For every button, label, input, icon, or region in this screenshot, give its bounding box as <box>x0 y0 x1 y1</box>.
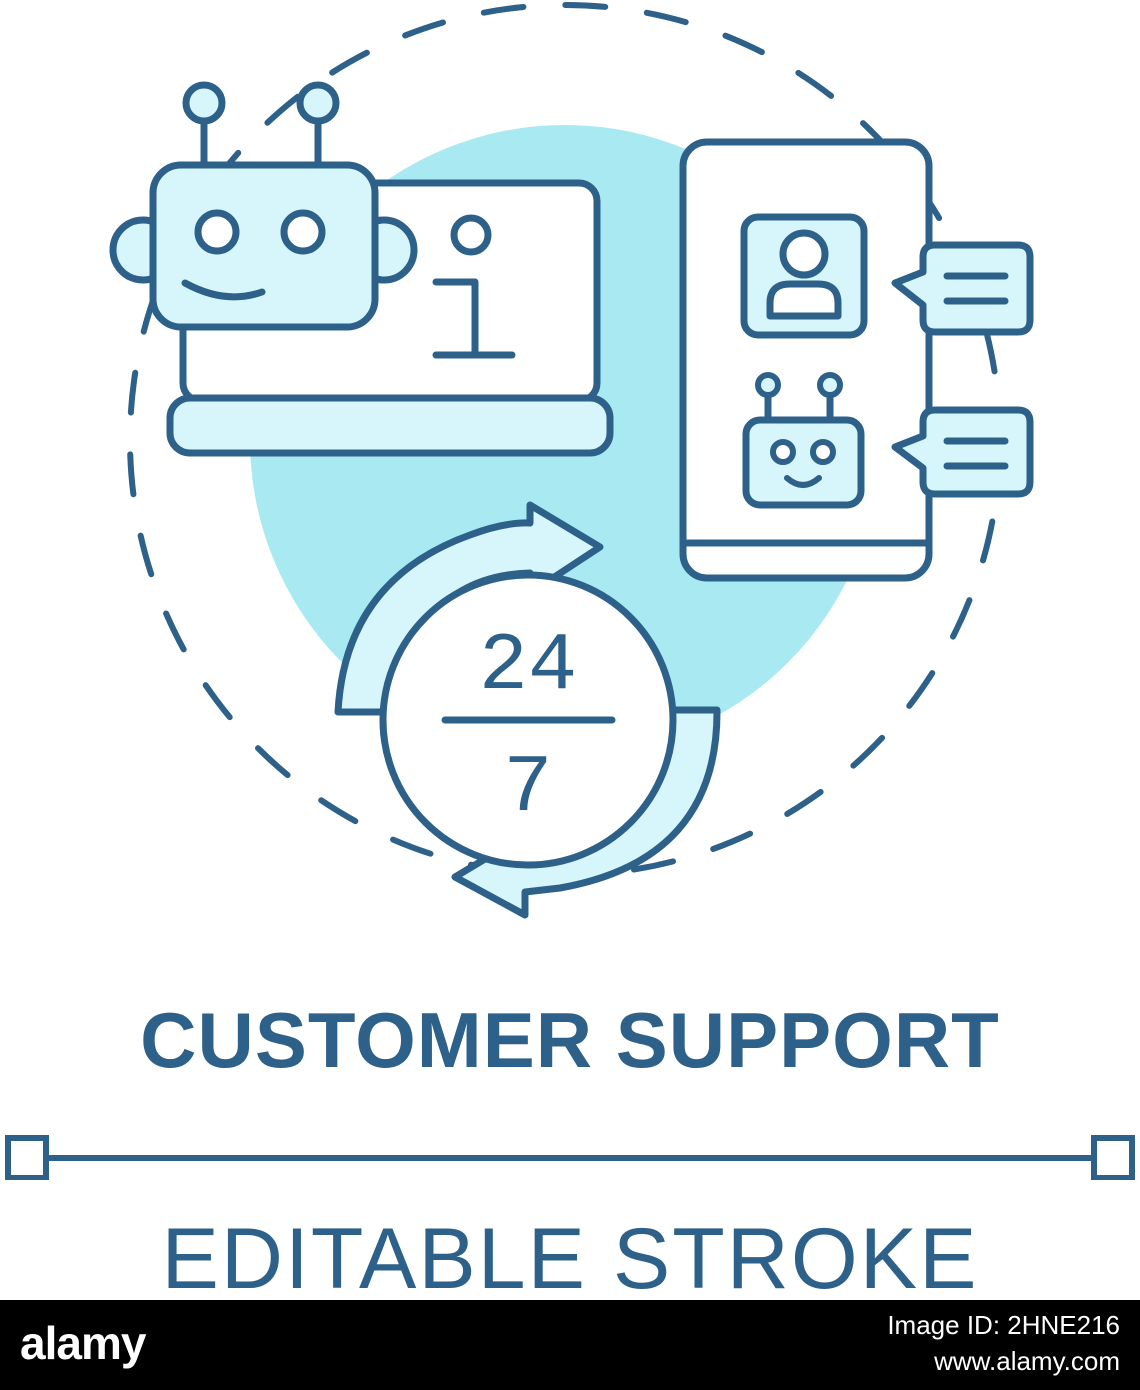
laptop-base <box>166 394 614 457</box>
stock-logo: alamy <box>20 1317 146 1369</box>
smartphone-icon <box>679 138 933 582</box>
robot-icon <box>109 81 418 331</box>
stock-url-label: www.alamy.com <box>934 1346 1120 1376</box>
stock-footer-bar: alamy Image ID: 2HNE216 www.alamy.com <box>0 1300 1140 1390</box>
info-icon: i <box>432 214 516 359</box>
image-id-label: Image ID: 2HNE216 <box>887 1310 1120 1340</box>
icon-subtitle: EDITABLE STROKE <box>161 1211 979 1307</box>
chatbot-icon <box>742 372 865 509</box>
cycle-arrows-icon: 24 7 <box>334 501 721 919</box>
stroke-handle-left <box>5 1135 49 1180</box>
customer-support-icon-illustration: i <box>5 2 1135 1180</box>
stroke-handle-right <box>1091 1135 1135 1180</box>
speech-bubble-icon <box>891 406 1034 498</box>
icon-title: CUSTOMER SUPPORT <box>140 996 1000 1084</box>
speech-bubble-icon <box>891 241 1034 336</box>
availability-hours-label: 24 <box>479 620 577 713</box>
editable-stroke-line <box>5 1135 1135 1180</box>
user-avatar-icon <box>740 213 868 339</box>
availability-days-label: 7 <box>503 742 552 835</box>
